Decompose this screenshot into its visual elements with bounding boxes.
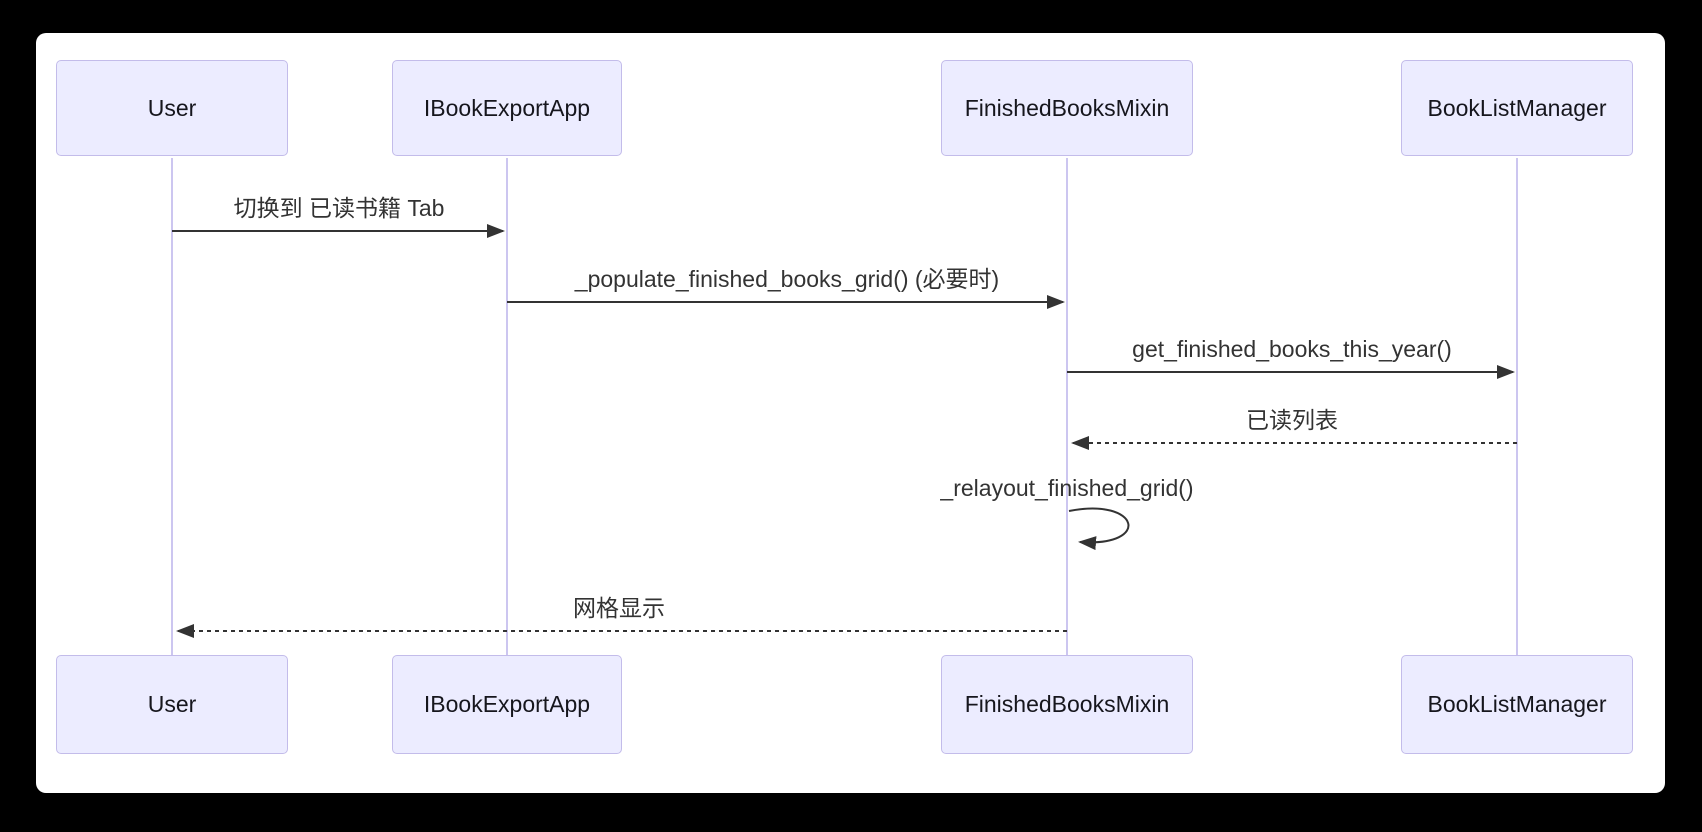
actor-bottom-finishedbooksmixin: FinishedBooksMixin: [941, 655, 1193, 754]
actor-bottom-booklistmanager: BookListManager: [1401, 655, 1633, 754]
actor-bottom-user: User: [56, 655, 288, 754]
message-label-switch-tab: 切换到 已读书籍 Tab: [233, 195, 445, 221]
actor-top-booklistmanager: BookListManager: [1401, 60, 1633, 156]
actor-label: FinishedBooksMixin: [964, 691, 1170, 717]
actor-label: IBookExportApp: [423, 94, 591, 121]
actor-label: BookListManager: [1427, 691, 1607, 717]
diagram-canvas: [36, 33, 1665, 793]
message-label-self-loop-relayout: _relayout_finished_grid(): [940, 475, 1194, 501]
actor-bottom-ibookexportapp: IBookExportApp: [392, 655, 622, 754]
actor-label: IBookExportApp: [423, 691, 591, 717]
actor-top-ibookexportapp: IBookExportApp: [392, 60, 622, 156]
actor-label: BookListManager: [1427, 94, 1607, 121]
actor-top-user: User: [56, 60, 288, 156]
actor-label: User: [147, 94, 197, 121]
actor-label: FinishedBooksMixin: [964, 94, 1170, 121]
actor-label: User: [147, 691, 197, 717]
message-label-reply-grid-display: 网格显示: [573, 595, 665, 621]
message-label-populate-grid: _populate_finished_books_grid() (必要时): [574, 266, 1000, 292]
arrow-self-loop-relayout: [1068, 507, 1130, 551]
message-label-get-finished-books: get_finished_books_this_year(): [1132, 336, 1452, 362]
actor-top-finishedbooksmixin: FinishedBooksMixin: [941, 60, 1193, 156]
message-label-reply-book-list: 已读列表: [1246, 407, 1338, 433]
